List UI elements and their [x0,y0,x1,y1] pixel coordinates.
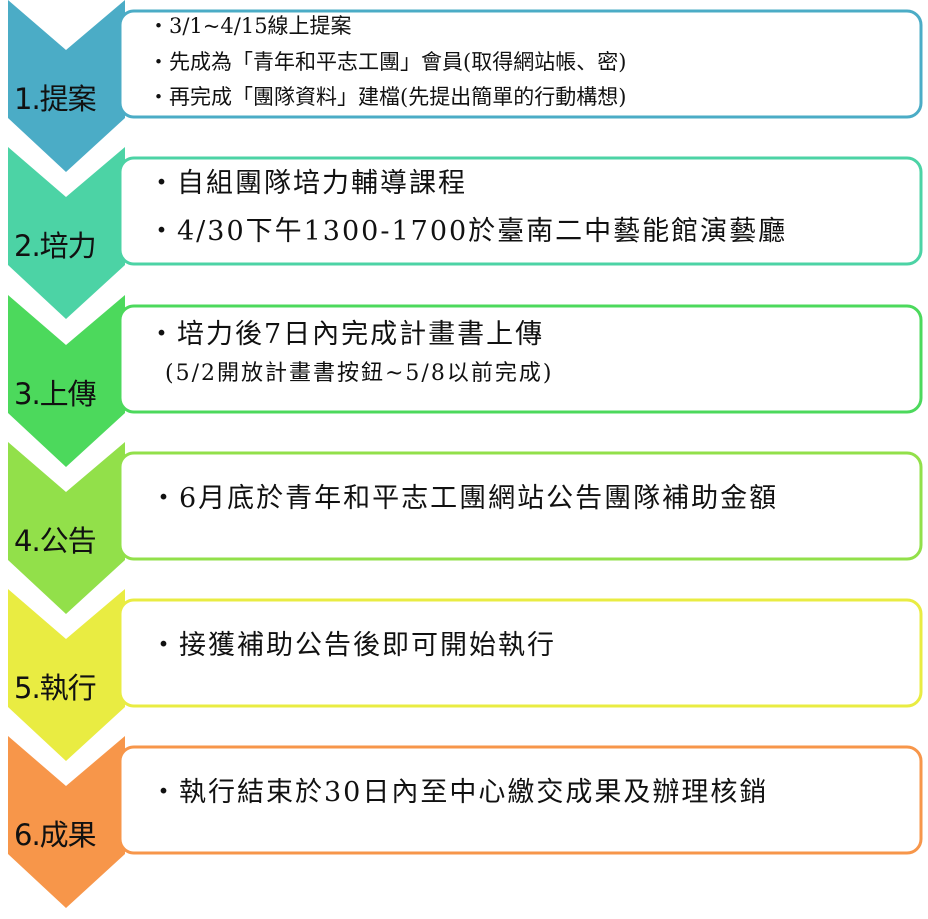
step-label: 1.提案 [14,82,97,116]
step-3: 3.上傳 ・培力後7日內完成計畫書上傳 (5/2開放計畫書按鈕~5/8以前完成) [0,295,928,467]
step-label: 4.公告 [14,524,97,558]
step-1: 1.提案 ・3/1~4/15線上提案・先成為「青年和平志工團」會員(取得網站帳、密… [0,0,928,172]
step-detail-line: ・再完成「團隊資料」建檔(先提出簡單的行動構想) [148,85,627,109]
step-2: 2.培力 ・自組團隊培力輔導課程・4/30下午1300-1700於臺南二中藝能館演… [0,147,928,319]
step-content-box [118,598,923,708]
step-5: 5.執行 ・接獲補助公告後即可開始執行 [0,589,928,761]
chevron-arrow [8,295,125,467]
step-detail-line: ・培力後7日內完成計畫書上傳 [148,319,545,350]
chevron-arrow [8,147,125,319]
step-4: 4.公告 ・6月底於青年和平志工團網站公告團隊補助金額 [0,442,928,614]
step-detail-line: ・3/1~4/15線上提案 [148,14,352,38]
step-content-box [118,745,923,855]
chevron-arrow [8,0,125,172]
step-detail-line: (5/2開放計畫書按鈕~5/8以前完成) [165,361,554,386]
chevron-arrow [8,442,125,614]
step-detail-line: ・先成為「青年和平志工團」會員(取得網站帳、密) [148,50,627,74]
step-content-box [118,156,923,266]
step-content-box [118,451,923,561]
step-detail-line: ・自組團隊培力輔導課程 [148,168,467,199]
chevron-arrow [8,589,125,761]
step-detail-line: ・4/30下午1300-1700於臺南二中藝能館演藝廳 [148,216,788,247]
step-detail-line: ・執行結束於30日內至中心繳交成果及辦理核銷 [150,777,769,808]
step-label: 2.培力 [14,229,97,263]
step-label: 5.執行 [14,671,97,705]
step-content-box [118,304,923,414]
step-label: 3.上傳 [14,377,97,411]
step-6: 6.成果 ・執行結束於30日內至中心繳交成果及辦理核銷 [0,736,928,908]
step-content-box [118,9,923,119]
step-label: 6.成果 [14,818,97,852]
step-detail-line: ・接獲補助公告後即可開始執行 [150,630,556,661]
chevron-arrow [8,736,125,908]
step-detail-line: ・6月底於青年和平志工團網站公告團隊補助金額 [150,483,779,514]
